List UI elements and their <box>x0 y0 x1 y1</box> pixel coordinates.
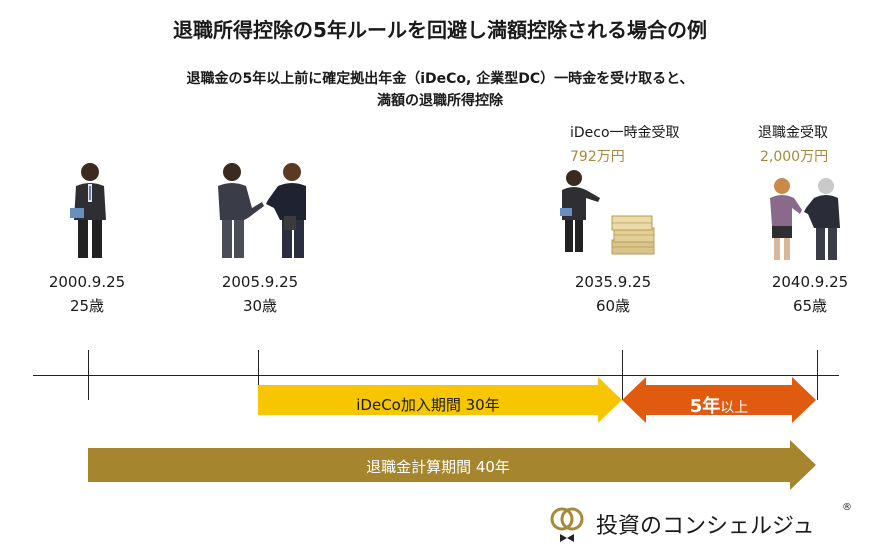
age-label: 65歳 <box>792 297 828 315</box>
date-2040: 2040.9.25 65歳 <box>750 270 870 318</box>
date-label: 2040.9.25 <box>771 273 849 291</box>
brand-name: 投資のコンシェルジュ <box>596 514 815 539</box>
ideco-period-arrow <box>258 377 622 423</box>
handshake-illustration <box>218 163 306 258</box>
retirement-handshake-illustration <box>770 178 840 260</box>
businessman-with-document-illustration <box>70 163 106 258</box>
subtitle-line2: 満額の退職所得控除 <box>377 93 503 109</box>
date-label: 2000.9.25 <box>48 273 126 291</box>
five-year-number: 5年 <box>689 396 721 417</box>
five-year-suffix: 以上 <box>720 400 749 416</box>
age-label: 30歳 <box>242 297 278 315</box>
date-2005: 2005.9.25 30歳 <box>200 270 320 318</box>
registered-mark: ® <box>842 502 852 513</box>
retirement-period-label: 退職金計算期間 40年 <box>366 458 510 476</box>
timeline-tick-2005 <box>258 350 259 400</box>
date-2000: 2000.9.25 25歳 <box>27 270 147 318</box>
rings-logo-icon <box>550 507 584 542</box>
date-label: 2035.9.25 <box>574 273 652 291</box>
timeline-tick-2035 <box>622 350 623 400</box>
cash-stack-icon <box>611 215 655 255</box>
subtitle-line1: 退職金の5年以上前に確定拠出年金（iDeCo, 企業型DC）一時金を受け取ると、 <box>186 71 694 87</box>
retirement-receipt-label: 退職金受取 <box>758 125 828 141</box>
five-year-period-label: 5年以上 <box>622 392 816 418</box>
date-2035: 2035.9.25 60歳 <box>553 270 673 318</box>
date-label: 2005.9.25 <box>221 273 299 291</box>
timeline-tick-2040 <box>817 350 818 400</box>
ideco-receipt-label: iDeco一時金受取 <box>570 125 680 141</box>
businessman-pointing-illustration <box>560 170 600 252</box>
age-label: 60歳 <box>595 297 631 315</box>
five-year-period-arrow <box>622 377 816 423</box>
retirement-calculation-period-arrow <box>88 440 816 490</box>
page-title: 退職所得控除の5年ルールを回避し満額控除される場合の例 <box>173 18 707 42</box>
timeline-axis <box>33 375 839 376</box>
age-label: 25歳 <box>69 297 105 315</box>
ideco-receipt-amount: 792万円 <box>570 149 625 165</box>
retirement-receipt-amount: 2,000万円 <box>760 149 829 165</box>
timeline-tick-2000 <box>88 350 89 400</box>
ideco-period-label: iDeCo加入期間 30年 <box>356 396 500 414</box>
